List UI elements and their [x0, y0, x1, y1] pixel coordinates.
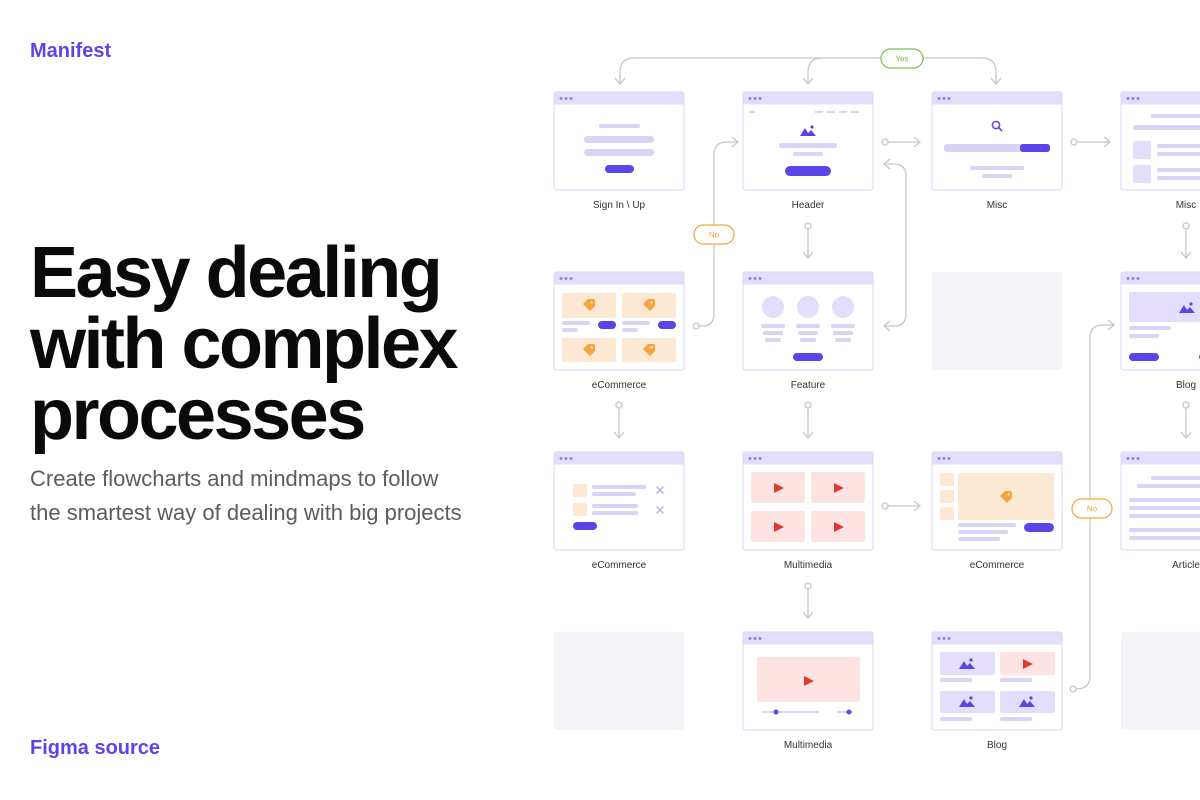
connectors	[613, 57, 1192, 693]
connector-header-misc	[888, 136, 922, 148]
node-header[interactable]	[742, 91, 874, 191]
node-label: Misc	[987, 200, 1008, 211]
decision-no: No	[1071, 498, 1113, 519]
node-ecommerce[interactable]	[553, 271, 685, 371]
headline-line: Easy dealing	[30, 233, 443, 313]
connector-dot	[1069, 685, 1077, 693]
node-feature[interactable]	[742, 271, 874, 371]
node-label: Blog	[987, 740, 1007, 751]
node-label: Misc	[1176, 200, 1197, 211]
node-label: Multimedia	[784, 740, 833, 751]
node-blog[interactable]	[931, 631, 1063, 731]
empty-node-placeholder	[554, 632, 684, 730]
node-label: Blog	[1176, 380, 1196, 391]
connector-dot	[881, 138, 889, 146]
decision-yes-label: Yes	[895, 55, 908, 64]
connector-blog-blog	[1075, 319, 1116, 690]
connector-dot	[1182, 401, 1190, 409]
node-ecommerce[interactable]	[553, 451, 685, 551]
decision-no: No	[693, 224, 735, 245]
node-multimedia[interactable]	[742, 451, 874, 551]
search-icon	[991, 120, 1003, 132]
connector-yes-loop-mid	[807, 57, 823, 84]
empty-node-placeholder	[932, 272, 1062, 370]
node-label: eCommerce	[592, 380, 647, 391]
connector-dot	[804, 222, 812, 230]
node-ecommerce[interactable]	[931, 451, 1063, 551]
subtitle: Create flowcharts and mindmaps to follow…	[30, 466, 462, 525]
node-multimedia[interactable]	[742, 631, 874, 731]
node-misc[interactable]	[1120, 91, 1200, 191]
node-label: Multimedia	[784, 560, 833, 571]
node-label: eCommerce	[592, 560, 647, 571]
connector-dot	[804, 582, 812, 590]
connector-dot	[881, 502, 889, 510]
connector-feature-multimedia	[802, 408, 814, 440]
connector-dot	[692, 322, 700, 330]
connector-yes-loop	[619, 57, 997, 84]
headline: Easy dealing with complex processes	[30, 237, 500, 451]
connector-ecommerce-ecommerce	[613, 408, 625, 440]
node-sign-in[interactable]	[553, 91, 685, 191]
connector-dot	[615, 401, 623, 409]
node-misc[interactable]	[931, 91, 1063, 191]
connector-multimedia-multimedia	[802, 589, 814, 620]
brand-logo[interactable]: Manifest	[30, 40, 112, 62]
headline-line: processes	[30, 375, 366, 455]
connector-dot	[1182, 222, 1190, 230]
connector-header-feature	[802, 229, 814, 260]
node-blog[interactable]	[1120, 271, 1200, 371]
node-label: Header	[792, 200, 825, 211]
connector-dot	[804, 401, 812, 409]
decision-no-label: No	[709, 231, 720, 240]
decision-yes: Yes	[880, 48, 924, 69]
connector-feature-loop	[884, 163, 907, 327]
node-label: Feature	[791, 380, 826, 391]
node-label: eCommerce	[970, 560, 1025, 571]
node-article[interactable]	[1120, 451, 1200, 551]
connector-misc-misc	[1077, 136, 1112, 148]
figma-source-link[interactable]: Figma source	[30, 737, 161, 759]
node-label: Article	[1172, 560, 1200, 571]
connector-dot	[1070, 138, 1078, 146]
node-label: Sign In \ Up	[593, 200, 646, 211]
connector-multimedia-ecommerce	[888, 500, 922, 512]
empty-node-placeholder	[1121, 632, 1200, 730]
headline-line: with complex	[30, 304, 459, 384]
decision-no-label: No	[1087, 505, 1098, 514]
